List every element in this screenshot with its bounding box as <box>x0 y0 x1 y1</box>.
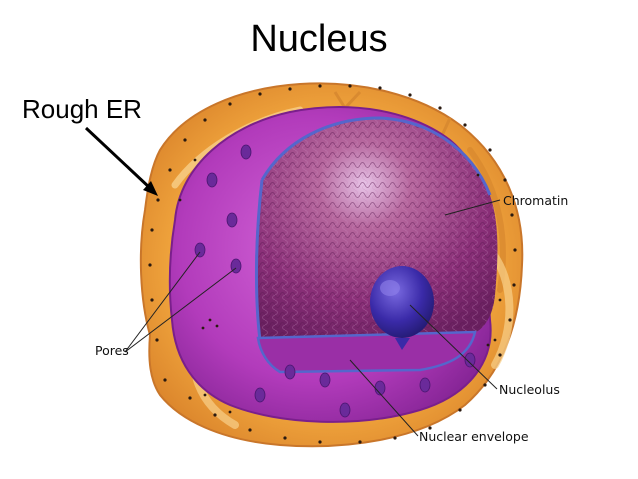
label-pores: Pores <box>95 343 129 358</box>
page-title: Nucleus <box>250 18 388 60</box>
label-chromatin: Chromatin <box>503 193 569 208</box>
label-nucleolus: Nucleolus <box>499 382 560 397</box>
ribosome-dots <box>148 84 517 444</box>
rough-er-arrow <box>84 126 158 196</box>
nuclear-pores <box>194 144 476 418</box>
leader-lines <box>124 199 501 437</box>
label-nuclear-envelope: Nuclear envelope <box>419 429 529 444</box>
nucleolus-body <box>370 266 434 338</box>
label-rough-er: Rough ER <box>22 94 142 124</box>
